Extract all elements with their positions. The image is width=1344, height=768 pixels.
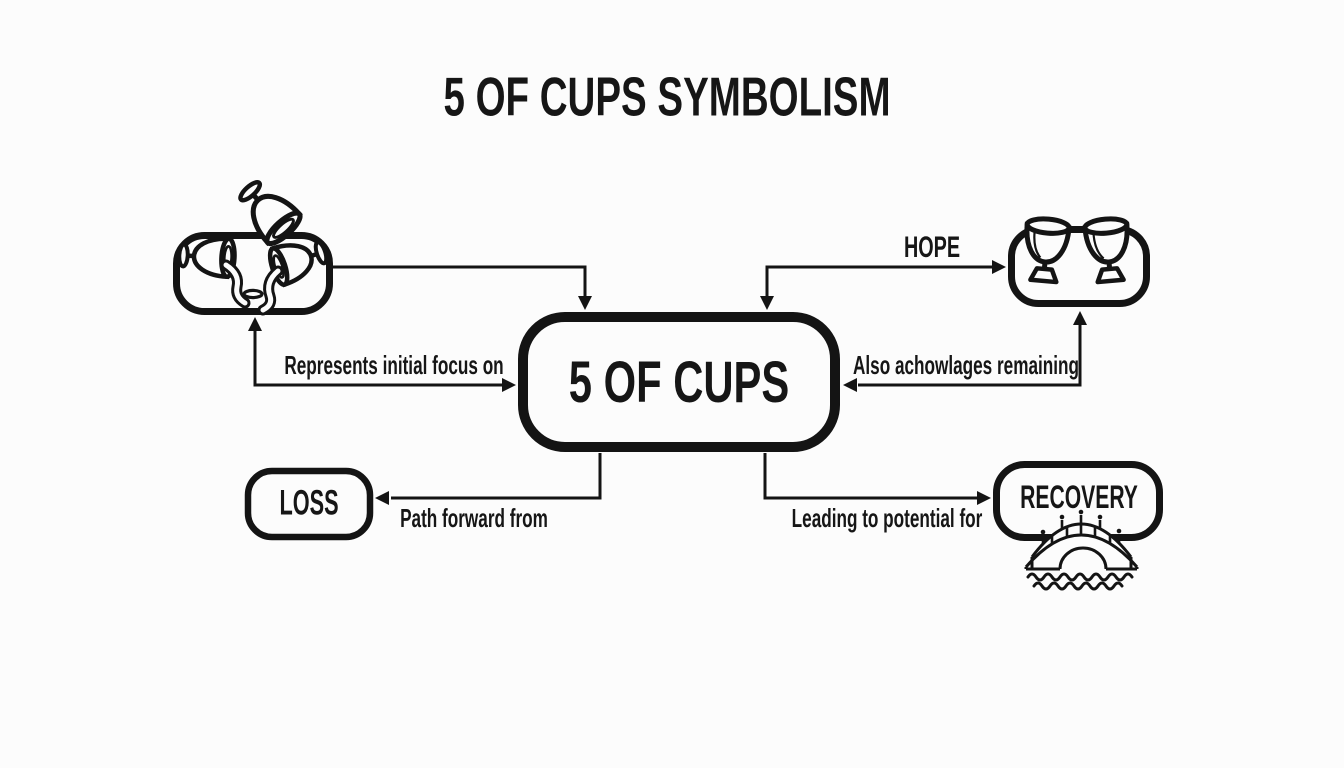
- loss-node-box: [244, 467, 374, 541]
- edge-leading-to-label: Leading to potential for: [791, 503, 983, 533]
- edge-initial-focus-label: Represents initial focus on: [284, 350, 504, 380]
- edge-path-forward-label: Path forward from: [400, 503, 548, 533]
- edge-spilled-cups-to-center-arrow: [333, 265, 592, 310]
- edge-leading-to-arrow: [763, 453, 991, 505]
- center-node-box: [518, 312, 840, 452]
- recovery-node-label: RECOVERY: [1020, 479, 1138, 515]
- edge-acknowledges-label: Also achowlages remaining: [852, 350, 1080, 380]
- center-node-label: 5 OF CUPS: [568, 350, 790, 415]
- page-title: 5 OF CUPS SYMBOLISM: [443, 65, 891, 128]
- edge-hope-arrow: [760, 260, 1006, 310]
- edge-initial-focus-arrow: [248, 317, 516, 392]
- edge-hope-label: HOPE: [903, 231, 961, 264]
- edge-acknowledges-arrow: [843, 311, 1087, 392]
- loss-node-label: LOSS: [279, 483, 339, 523]
- edge-path-forward-arrow: [375, 453, 602, 505]
- bridge-over-water-icon: [1024, 509, 1139, 591]
- spilled-cups-icon: [178, 174, 331, 316]
